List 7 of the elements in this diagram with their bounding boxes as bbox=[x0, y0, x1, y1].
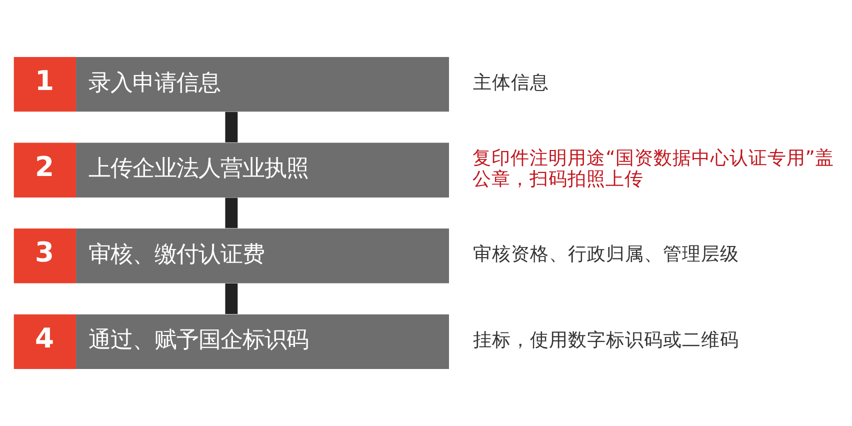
connector bbox=[225, 198, 238, 228]
node-label: 复印件注明用途“国资数据中心认证专用”盖公章，扫码拍照上传 bbox=[472, 148, 834, 190]
connector bbox=[225, 284, 238, 314]
node-label: 主体信息 bbox=[473, 72, 550, 94]
connector bbox=[225, 112, 238, 142]
node-label: 挂标，使用数字标识码或二维码 bbox=[473, 330, 740, 352]
node-label: 审核资格、行政归属、管理层级 bbox=[473, 244, 740, 266]
